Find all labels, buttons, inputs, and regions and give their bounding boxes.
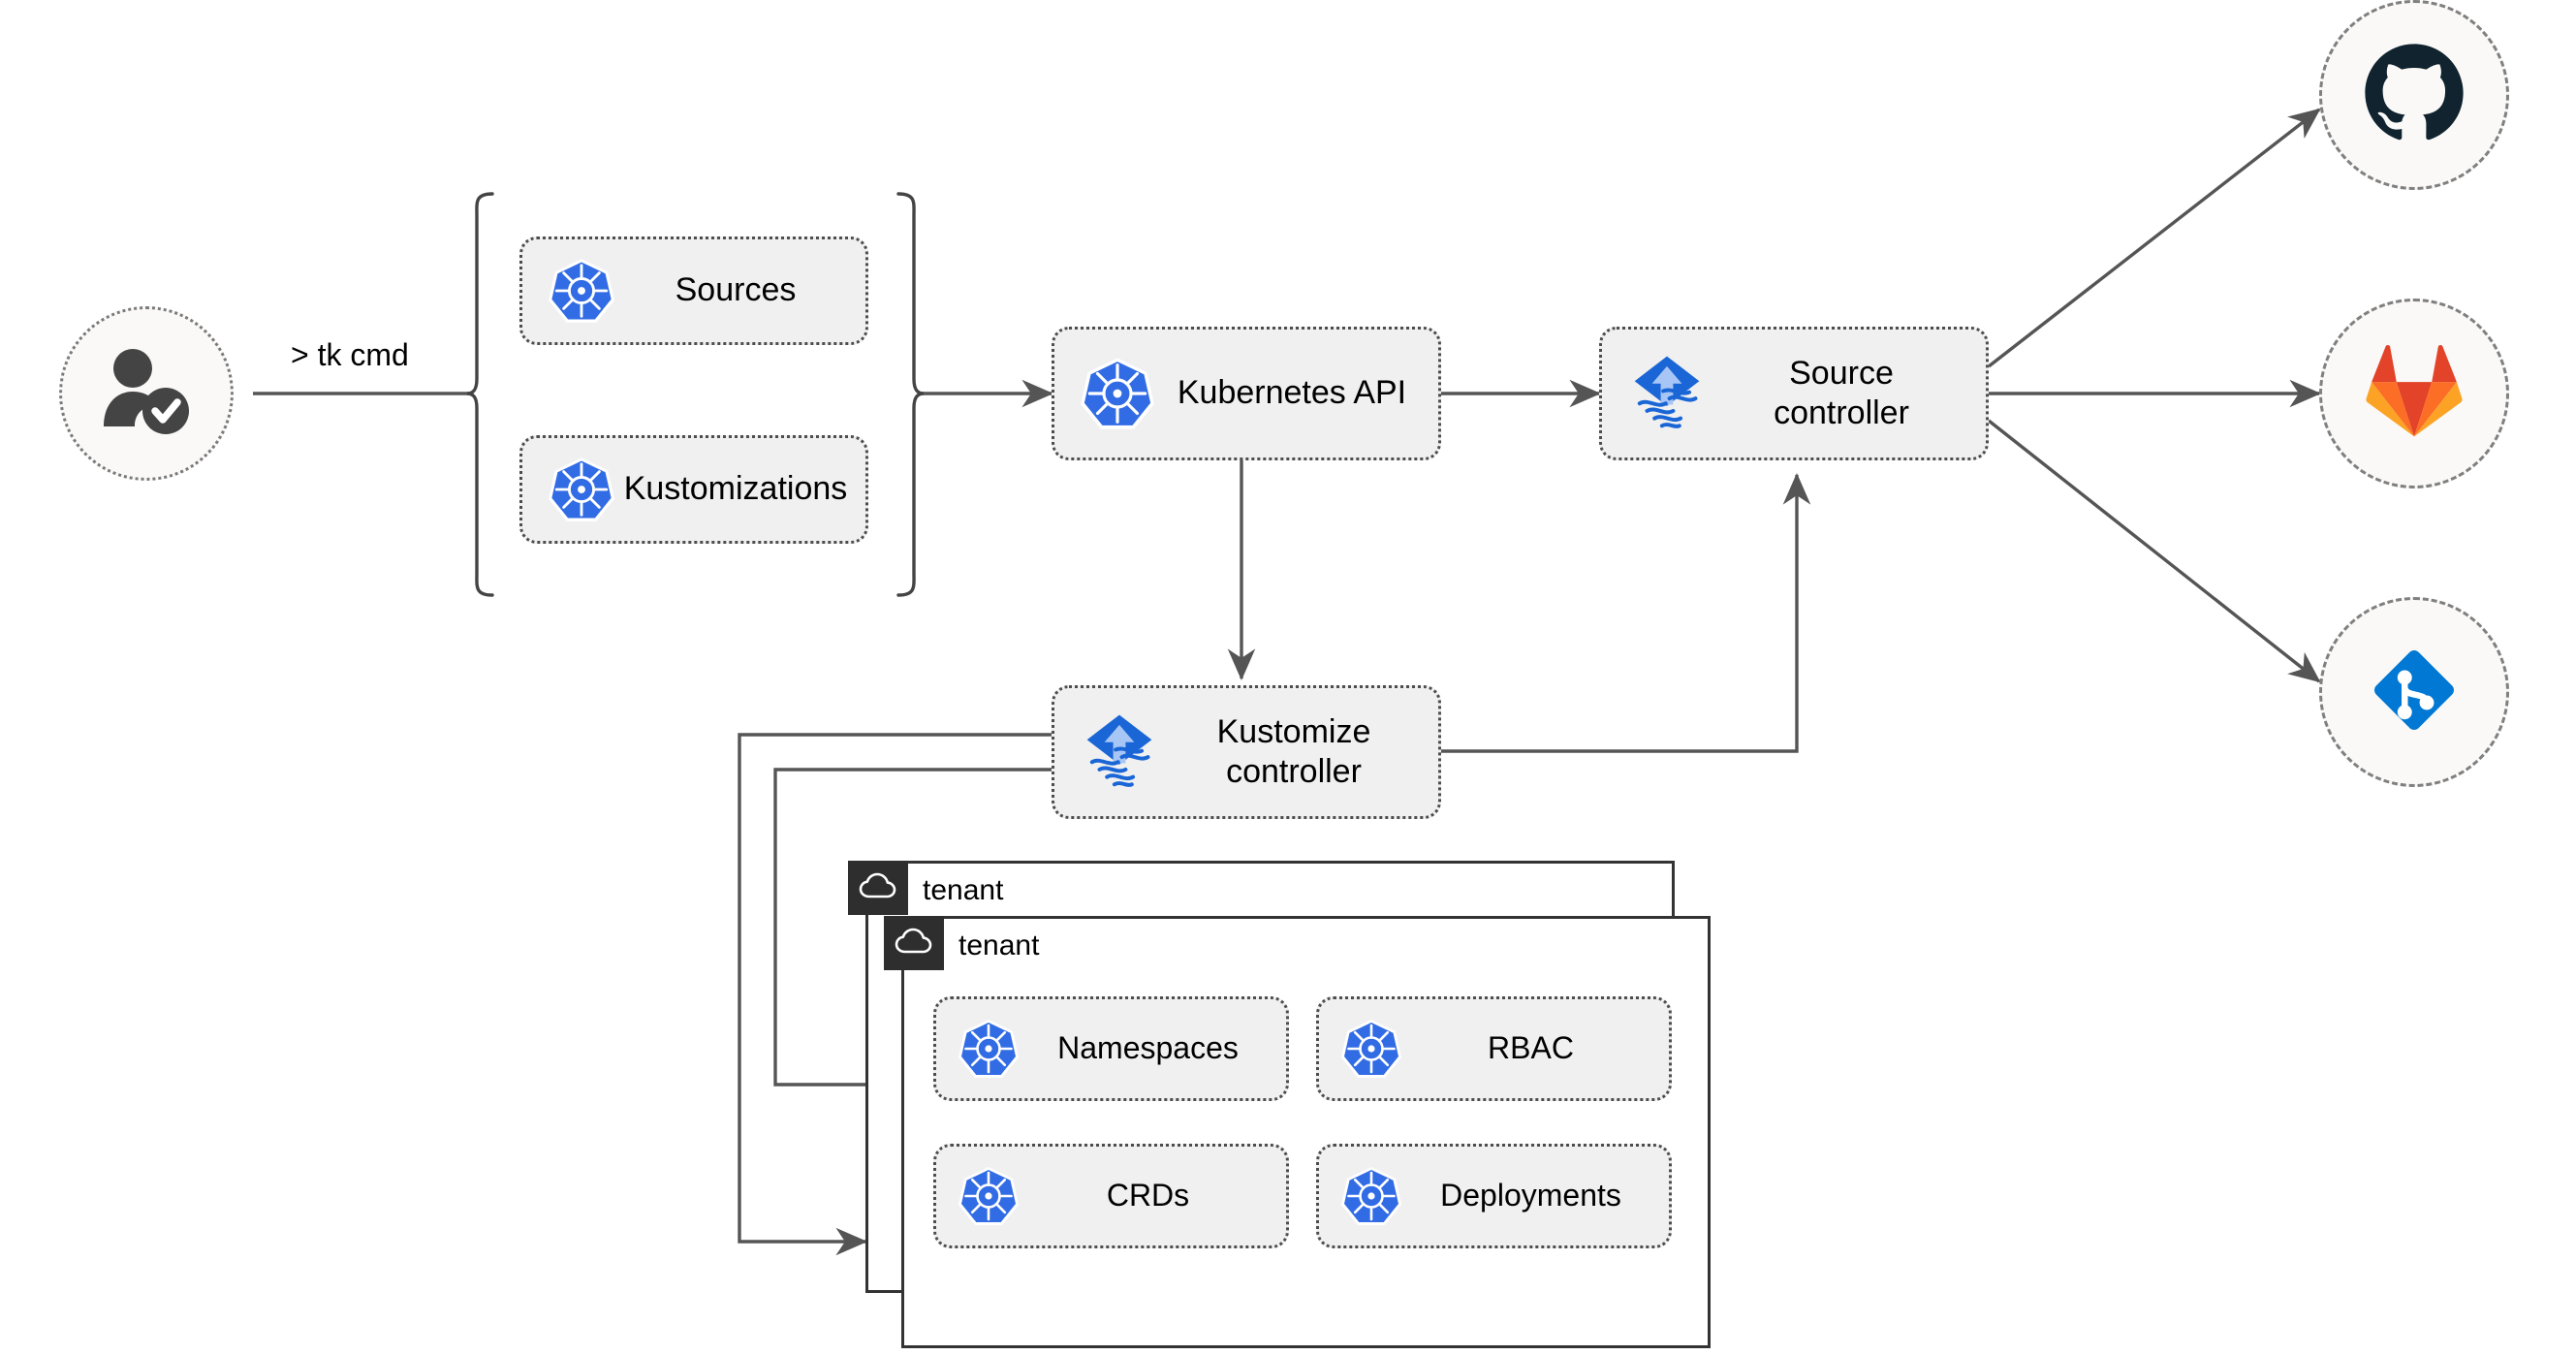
git-provider-gitlab[interactable] bbox=[2319, 299, 2509, 488]
user-actor bbox=[59, 306, 234, 481]
resource-group-brackets bbox=[466, 192, 925, 597]
git-provider-azure-devops[interactable] bbox=[2319, 597, 2509, 787]
resource-sources[interactable]: Sources bbox=[519, 236, 868, 345]
service-label: Source controller bbox=[1774, 354, 1909, 431]
edge-source-to-github bbox=[1987, 108, 2321, 368]
kubernetes-icon bbox=[548, 456, 615, 523]
flux-icon bbox=[1080, 712, 1159, 792]
command-label: > tk cmd bbox=[291, 337, 409, 372]
flux-icon bbox=[1627, 354, 1707, 433]
cloud-icon bbox=[859, 872, 897, 904]
service-label: Kustomize controller bbox=[1216, 712, 1371, 790]
bracket-left bbox=[466, 192, 494, 597]
tenant-resource-crds[interactable]: CRDs bbox=[933, 1144, 1289, 1248]
tenant-resource-label: CRDs bbox=[1106, 1178, 1190, 1213]
service-kustomize-controller[interactable]: Kustomize controller bbox=[1052, 685, 1441, 819]
tenant-resource-namespaces[interactable]: Namespaces bbox=[933, 996, 1289, 1101]
edge-source-to-azure-devops bbox=[1987, 419, 2321, 683]
cloud-icon bbox=[895, 928, 933, 960]
user-check-icon bbox=[96, 345, 197, 443]
edge-kustomize-to-source-controller bbox=[1441, 472, 1811, 753]
tenant-resource-label: Namespaces bbox=[1057, 1030, 1239, 1066]
service-label: Kubernetes API bbox=[1177, 374, 1407, 412]
github-icon bbox=[2362, 41, 2466, 150]
kubernetes-icon bbox=[958, 1018, 1020, 1080]
resource-label: Sources bbox=[675, 271, 797, 309]
service-kubernetes-api[interactable]: Kubernetes API bbox=[1052, 327, 1441, 460]
kubernetes-icon bbox=[1340, 1018, 1402, 1080]
kubernetes-icon bbox=[1340, 1165, 1402, 1227]
tenant-label-front: tenant bbox=[958, 930, 1040, 961]
tenant-panel-front[interactable] bbox=[901, 916, 1711, 1348]
tenant-resource-label: RBAC bbox=[1488, 1030, 1574, 1066]
tenant-resource-rbac[interactable]: RBAC bbox=[1316, 996, 1672, 1101]
service-source-controller[interactable]: Source controller bbox=[1599, 327, 1989, 460]
gitlab-icon bbox=[2363, 343, 2466, 445]
git-provider-github[interactable] bbox=[2319, 0, 2509, 190]
tenant-tab-front bbox=[884, 916, 944, 970]
tenant-resource-deployments[interactable]: Deployments bbox=[1316, 1144, 1672, 1248]
tenant-label-back: tenant bbox=[923, 874, 1004, 906]
resource-label: Kustomizations bbox=[623, 470, 848, 508]
tenant-resource-label: Deployments bbox=[1440, 1178, 1621, 1213]
bracket-right bbox=[896, 192, 925, 597]
resource-kustomizations[interactable]: Kustomizations bbox=[519, 435, 868, 544]
kubernetes-icon bbox=[1080, 356, 1155, 431]
tenant-tab-back bbox=[848, 861, 908, 915]
azure-repos-icon bbox=[2364, 640, 2465, 745]
kubernetes-icon bbox=[958, 1165, 1020, 1227]
kubernetes-icon bbox=[548, 257, 615, 325]
